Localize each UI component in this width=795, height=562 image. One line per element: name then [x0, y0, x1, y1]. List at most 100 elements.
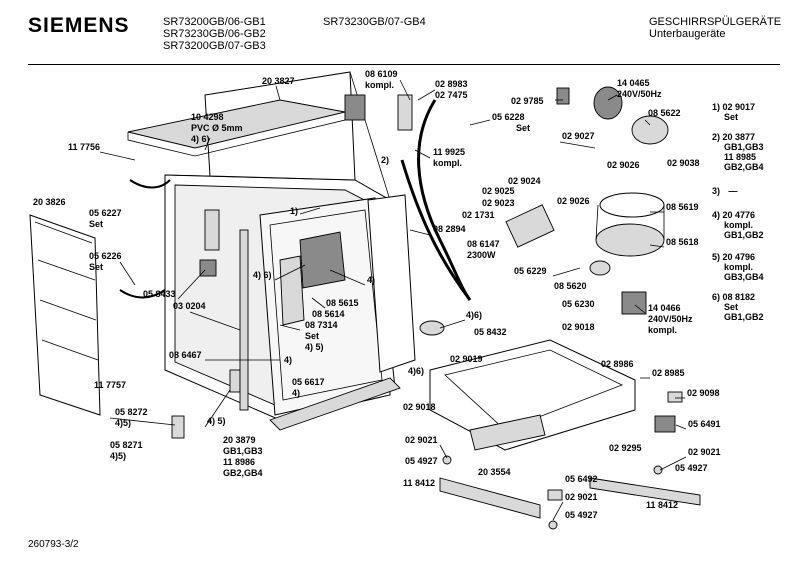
model-number-4: SR73230GB/07-GB4 — [323, 16, 426, 28]
part-label: 05 6491 — [688, 419, 721, 429]
part-label: 02 9038 — [667, 158, 700, 168]
part-label: 05 6492 — [565, 474, 598, 484]
part-label: 14 0466 — [648, 303, 681, 313]
part-label: 20 3827 — [262, 76, 295, 86]
part-label: 05 8433 — [143, 289, 176, 299]
part-label: 05 6229 — [514, 266, 547, 276]
part-label: Set — [305, 331, 319, 341]
part-label: kompl. — [648, 325, 677, 335]
part-label: 05 8272 — [115, 407, 148, 417]
part-label: Set — [516, 123, 530, 133]
part-label: 08 2894 — [433, 224, 466, 234]
part-label: 02 9026 — [557, 196, 590, 206]
tub-housing — [164, 71, 396, 421]
part-label: 08 7314 — [305, 320, 338, 330]
part-label: 10 4298 — [191, 112, 224, 122]
model-number-2: SR73230GB/06-GB2 — [163, 28, 266, 40]
part-label: 05 4927 — [675, 463, 708, 473]
part-label: 08 5618 — [666, 237, 699, 247]
part-label: GB2,GB4 — [223, 468, 263, 478]
model-number-3: SR73200GB/07-GB3 — [163, 40, 266, 52]
part-label: 05 6227 — [89, 208, 122, 218]
part-label: 4) 5) — [207, 416, 226, 426]
note-6: 6) 08 8182 Set GB1,GB2 — [712, 292, 764, 322]
pump-assembly — [505, 86, 669, 315]
note-2: 2) 20 3877 GB1,GB3 11 8985 GB2,GB4 — [712, 132, 764, 172]
part-label: 20 3826 — [33, 197, 66, 207]
part-label: 11 8412 — [646, 500, 678, 510]
part-label: 4) — [292, 388, 300, 398]
part-label: 08 6147 — [467, 239, 500, 249]
part-label: 4)6) — [408, 366, 424, 376]
part-label: 02 9027 — [562, 131, 595, 141]
inlet-hose — [417, 99, 472, 301]
note-5: 5) 20 4796 kompl. GB3,GB4 — [712, 252, 764, 282]
part-label: 08 5620 — [554, 281, 587, 291]
part-label: 02 9021 — [688, 447, 721, 457]
part-label: 02 8983 — [435, 79, 468, 89]
part-label: 05 6230 — [562, 299, 595, 309]
model-number-1: SR73200GB/06-GB1 — [163, 16, 266, 28]
part-label: 20 3554 — [478, 467, 511, 477]
note-1: 1) 02 9017 Set — [712, 102, 756, 122]
part-label: 03 0204 — [173, 301, 206, 311]
part-label: 02 9021 — [405, 435, 438, 445]
part-label: 4) 6) — [191, 134, 210, 144]
header-rule — [28, 64, 780, 65]
brand-logo: SIEMENS — [28, 14, 130, 37]
document-code: 260793-3/2 — [28, 539, 79, 550]
note-3: 3) — — [712, 186, 738, 196]
part-label: 240V/50Hz — [648, 314, 693, 324]
part-label: 11 8412 — [403, 478, 435, 488]
part-label: 4)6) — [466, 310, 482, 320]
part-label: 02 9024 — [508, 176, 541, 186]
part-label: 02 8986 — [601, 359, 634, 369]
part-label: Set — [89, 219, 103, 229]
leader-lines — [99, 79, 687, 521]
part-label: 2) — [381, 155, 389, 165]
part-label: 05 6617 — [292, 377, 325, 387]
part-label: 4) — [284, 355, 292, 365]
kick-plate-right — [589, 477, 701, 506]
part-label: 08 5622 — [648, 108, 681, 118]
base-frame — [429, 339, 636, 451]
part-label: 4) 6) — [253, 270, 272, 280]
part-label: 11 7757 — [94, 380, 126, 390]
part-label: Set — [89, 262, 103, 272]
part-label: 05 6228 — [492, 112, 525, 122]
part-label: kompl. — [433, 158, 462, 168]
part-label: 240V/50Hz — [617, 89, 662, 99]
part-label: 4)5) — [115, 418, 131, 428]
side-panel — [29, 214, 101, 416]
part-label: 08 6467 — [169, 350, 202, 360]
category-title: GESCHIRRSPÜLGERÄTE — [649, 16, 782, 28]
part-label: 08 5614 — [312, 309, 345, 319]
part-label: 02 7475 — [435, 90, 468, 100]
part-label: 02 9018 — [562, 322, 595, 332]
part-label: 08 6109 — [365, 69, 398, 79]
part-label: 05 6226 — [89, 251, 122, 261]
part-label: 02 9023 — [482, 198, 515, 208]
door-panel — [367, 194, 416, 373]
part-label: 08 5615 — [326, 298, 359, 308]
plinth-strip — [269, 377, 401, 431]
subcategory-title: Unterbaugeräte — [649, 28, 726, 40]
part-label: 05 4927 — [565, 510, 598, 520]
part-label: 02 1731 — [462, 210, 495, 220]
part-label: 02 9098 — [687, 388, 720, 398]
part-label: 1) — [290, 206, 298, 216]
part-label: PVC Ø 5mm — [191, 123, 243, 133]
part-label: 4)5) — [110, 451, 126, 461]
part-label: 11 9925 — [433, 147, 465, 157]
note-4: 4) 20 4776 kompl. GB1,GB2 — [712, 210, 764, 240]
part-label: 2300W — [467, 250, 496, 260]
part-label: 02 9019 — [450, 354, 483, 364]
part-label: 08 5619 — [666, 202, 699, 212]
part-label: 02 9026 — [607, 160, 640, 170]
part-label: 05 8432 — [474, 327, 507, 337]
part-label: 02 9018 — [403, 402, 436, 412]
part-label: kompl. — [365, 80, 394, 90]
kick-plate-left — [439, 477, 541, 519]
part-label: 20 3879 — [223, 435, 256, 445]
